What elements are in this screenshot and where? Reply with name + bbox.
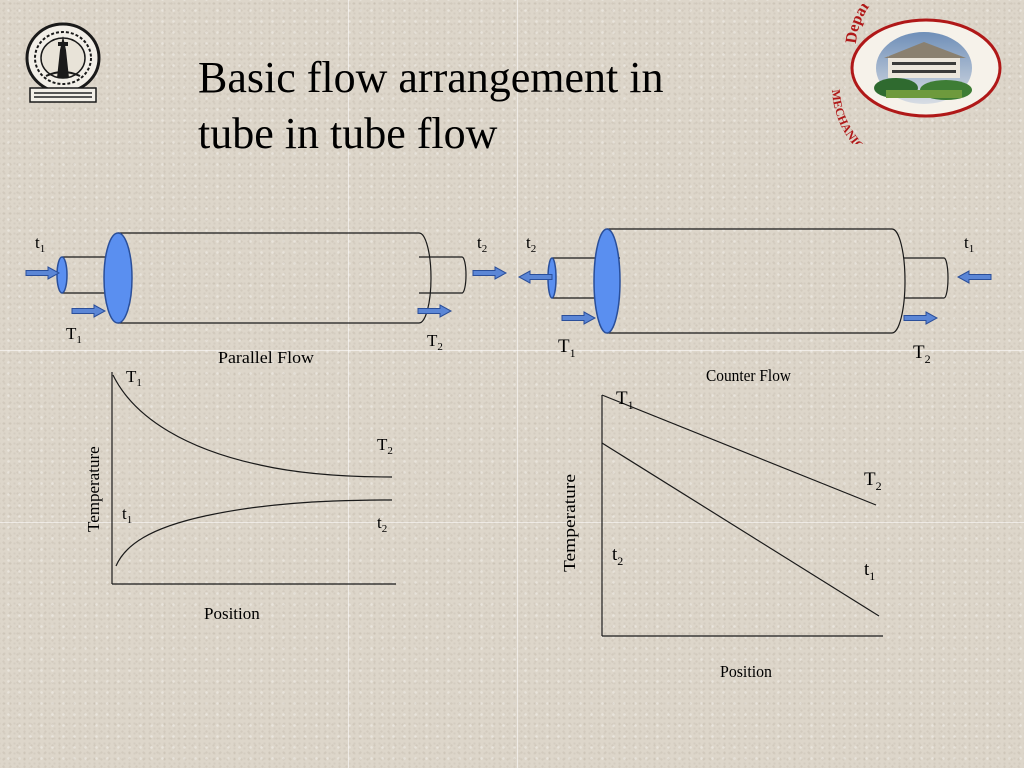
counter-inner-inlet-label: t1 [964,233,974,255]
counter-outer-outlet-arrow-icon [903,311,938,325]
counter-outer-inlet-arrow-icon [561,311,596,325]
counter-flow-caption: Counter Flow [706,366,792,385]
grid-line [517,0,518,768]
grid-line [348,0,349,768]
counter-outer-inlet-label: T1 [558,336,576,360]
slide-title: Basic flow arrangement in tube in tube fl… [198,50,798,162]
counter-temperature-chart: T1 T2 t2 t1 Temperature Position [560,388,883,681]
grid-line [0,522,1024,523]
parallel-inner-outlet-arrow-icon [472,266,507,280]
counter-inner-inlet-arrow-icon [957,270,992,284]
parallel-chart-cold-start-label: t1 [122,504,132,526]
counter-hot-line [601,394,877,506]
parallel-chart-cold-end-label: t2 [377,513,387,535]
parallel-y-axis-label: Temperature [84,446,103,532]
counter-inner-outlet-arrow-icon [518,270,553,284]
counter-chart-hot-start-label: T1 [616,388,634,412]
parallel-outer-shell [118,232,432,324]
counter-cold-line [601,442,880,617]
grid-line [0,350,1024,351]
counter-shell-face [593,228,621,334]
department-logo: Department Of Mechanical Engineering [829,4,1002,144]
parallel-inner-inlet-label: t1 [35,233,45,255]
parallel-cold-curve [115,499,393,567]
parallel-outer-outlet-arrow-icon [417,304,452,318]
parallel-outer-inlet-arrow-icon [71,304,106,318]
title-line-2: tube in tube flow [198,109,498,158]
title-line-1: Basic flow arrangement in [198,53,664,102]
parallel-x-axis-label: Position [204,604,260,623]
counter-chart-cold-end-label: t1 [864,559,875,583]
parallel-shell-inlet-face [103,232,133,324]
institute-emblem [25,22,101,103]
counter-outer-outlet-label: T2 [913,342,931,366]
parallel-flow-exchanger: t1 t2 T1 T2 Parallel Flow [25,232,507,367]
parallel-chart-hot-start-label: T1 [126,367,142,389]
counter-chart-cold-start-label: t2 [612,544,623,568]
parallel-tube-inlet-face [56,256,68,294]
parallel-outer-inlet-label: T1 [66,324,82,346]
counter-flow-exchanger: t2 t1 T1 T2 Counter Flow [518,228,992,385]
parallel-inner-outlet-label: t2 [477,233,487,255]
counter-chart-hot-end-label: T2 [864,469,882,493]
counter-outer-shell [607,228,906,334]
counter-inner-outlet-label: t2 [526,233,536,255]
parallel-flow-caption: Parallel Flow [218,348,315,367]
parallel-hot-curve [112,374,393,478]
parallel-chart-hot-end-label: T2 [377,435,393,457]
parallel-inner-inlet-arrow-icon [25,266,60,280]
counter-y-axis-label: Temperature [560,474,579,572]
parallel-temperature-chart: T1 T2 t1 t2 Temperature Position [84,367,396,623]
counter-x-axis-label: Position [720,662,772,681]
parallel-outer-outlet-label: T2 [427,331,443,353]
